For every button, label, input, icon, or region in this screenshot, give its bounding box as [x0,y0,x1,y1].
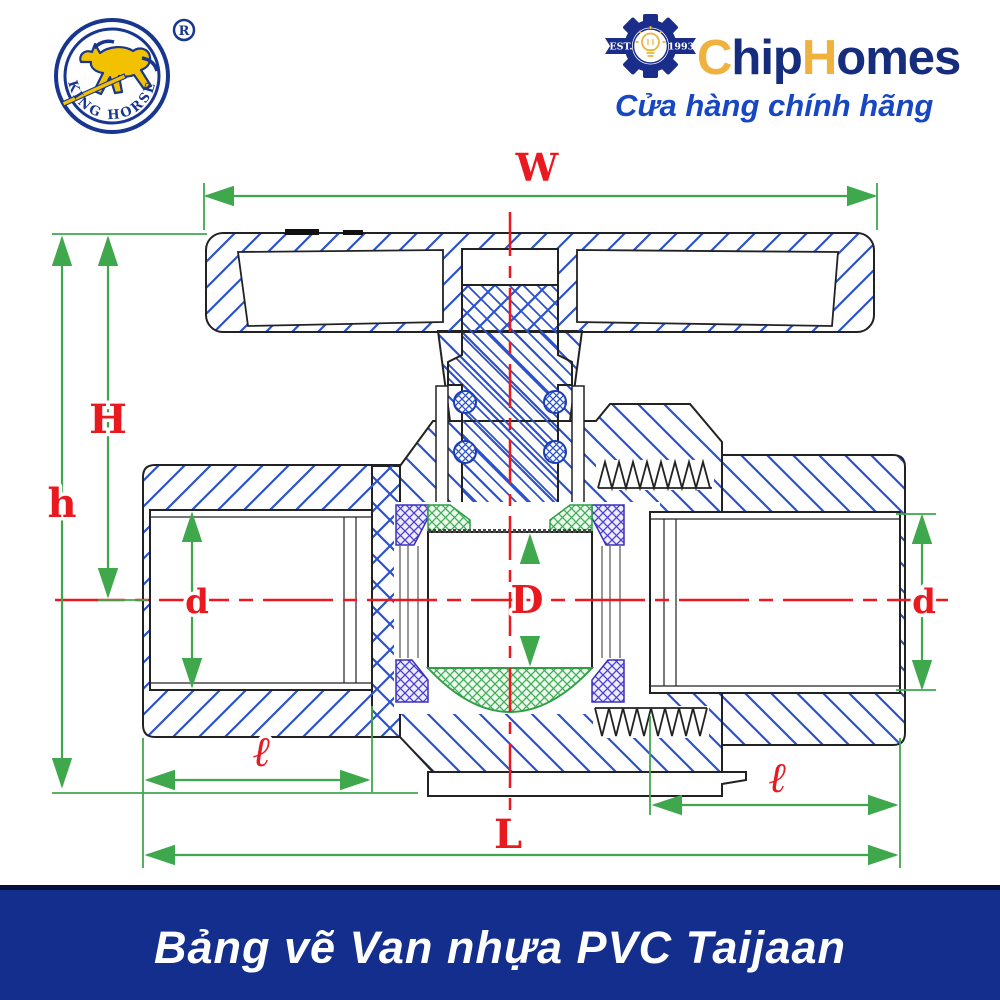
svg-text:1993: 1993 [668,42,694,53]
banner-title: Bảng vẽ Van nhựa PVC Taijaan [154,921,846,973]
o-ring-icon [453,390,477,414]
ball-seats [395,504,625,703]
dim-label-h: h [47,480,76,527]
valve-body-section [142,229,906,797]
o-ring-icon [453,440,477,464]
dim-label-D: D [511,577,544,622]
chiphomes-logo: EST. 1993 ChipHomes Cửa hàng chính hãng [605,14,961,123]
svg-text:EST.: EST. [609,42,632,53]
o-rings [453,390,567,464]
socket-right-detail [650,518,900,687]
socket-left-detail [150,516,372,684]
title-banner: Bảng vẽ Van nhựa PVC Taijaan [0,885,1000,1000]
registered-mark-icon: R [172,18,196,42]
king-horse-logo: KING HORSE R [54,18,196,134]
horse-icon [61,39,159,107]
chiphomes-tagline: Cửa hàng chính hãng [615,88,933,123]
est-ribbon: EST. [605,38,633,54]
o-ring-icon [543,440,567,464]
handle-window-left [236,249,444,327]
dim-label-H: H [89,396,127,443]
dim-label-W: W [515,145,560,190]
year-ribbon: 1993 [668,38,696,54]
dim-label-l-right: ℓ [769,753,787,802]
handle-window-right [576,249,839,327]
dim-label-l-left: ℓ [253,727,271,776]
o-ring-icon [543,390,567,414]
seat-sleeve-lines [399,546,621,658]
dimension-lines [51,185,933,866]
packing-channel-right [571,385,585,521]
lightbulb-icon [635,26,666,57]
body-base-tab [427,771,747,797]
socket-bore-right [649,511,901,694]
packing-channel-left [435,385,449,521]
thread-top [596,458,714,492]
handle-mark [343,230,363,235]
dim-label-d-left: d [185,582,209,622]
dim-label-L: L [494,811,522,858]
dimension-labels: W H h d D d ℓ ℓ L [44,142,939,862]
chiphomes-wordmark: ChipHomes [697,31,960,85]
thread-bottom [593,706,709,738]
valve-cross-section-drawing: W H h d D d ℓ ℓ L [44,142,948,868]
dim-label-d-right: d [912,582,936,622]
svg-text:R: R [179,24,190,39]
centerlines [55,212,948,818]
handle-mark [285,229,319,235]
